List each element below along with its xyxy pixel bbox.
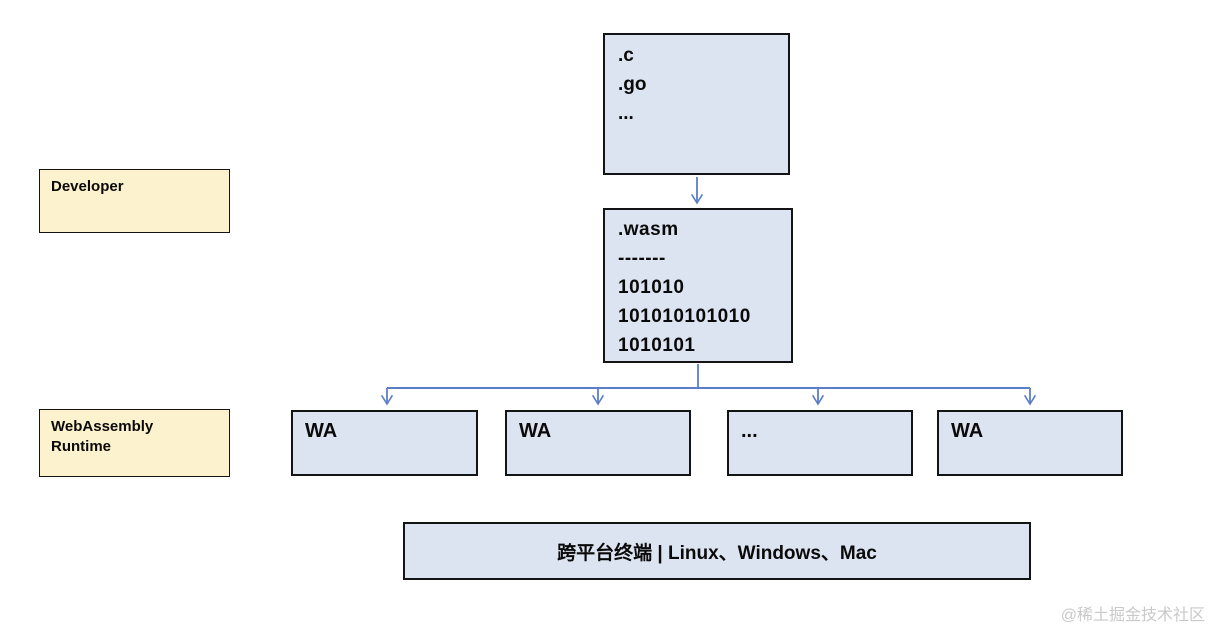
wasm-binary-line: 101010101010 <box>618 306 751 327</box>
wasm-binary-line: 1010101 <box>618 335 696 356</box>
node-source-files: .c .go ... <box>603 33 790 175</box>
source-file-line: ... <box>618 103 634 124</box>
node-wa-runtime-1: WA <box>291 410 478 476</box>
wasm-divider-line: ------- <box>618 248 666 269</box>
node-wasm-binary: .wasm ------- 101010 101010101010 101010… <box>603 208 793 363</box>
wasm-binary-line: 101010 <box>618 277 685 298</box>
platform-label-text: 跨平台终端 | Linux、Windows、Mac <box>557 542 877 564</box>
developer-label-text: Developer <box>51 178 124 195</box>
row-label-developer: Developer <box>39 169 230 233</box>
source-file-line: .go <box>618 74 647 95</box>
runtime-label-line: WebAssembly <box>51 418 154 435</box>
node-cross-platform-terminals: 跨平台终端 | Linux、Windows、Mac <box>403 522 1031 580</box>
watermark-text: @稀土掘金技术社区 <box>1060 607 1205 624</box>
row-label-webassembly-runtime: WebAssembly Runtime <box>39 409 230 477</box>
wasm-line: .wasm <box>618 219 679 240</box>
node-wa-runtime-4: WA <box>937 410 1123 476</box>
source-file-line: .c <box>618 45 634 66</box>
runtime-label-line: Runtime <box>51 438 111 455</box>
node-wa-runtime-2: WA <box>505 410 691 476</box>
node-wa-runtime-ellipsis: ... <box>727 410 913 476</box>
